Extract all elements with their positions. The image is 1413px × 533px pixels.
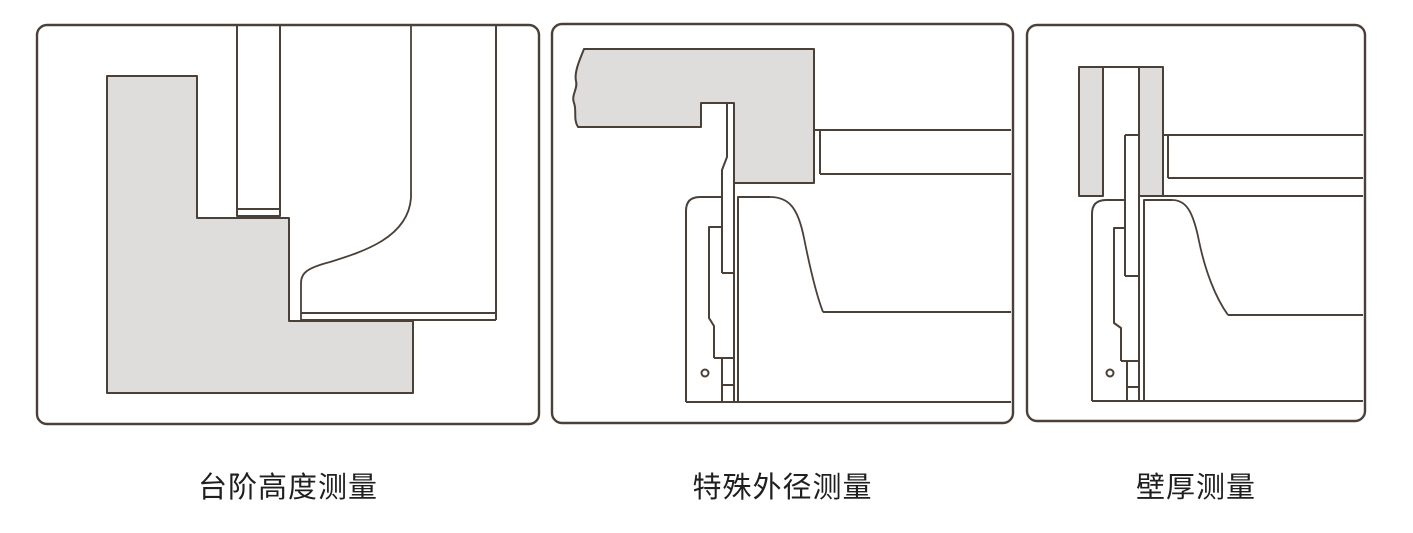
- tube-wall-right: [1138, 66, 1164, 197]
- panel-step-height-drawing: [35, 23, 541, 426]
- panel-wall-thickness-drawing: [1025, 23, 1367, 423]
- caption-special-od: 特殊外径测量: [692, 472, 873, 504]
- panel-special-od-drawing: [550, 22, 1015, 425]
- frame-screw: [1105, 368, 1115, 378]
- spindle-bar: [236, 26, 281, 217]
- panel-border: [35, 23, 541, 426]
- frame-left-inner: [708, 226, 722, 358]
- frame-left-inner: [1113, 227, 1125, 361]
- blade-spindle: [714, 102, 735, 402]
- panel-border: [1025, 23, 1367, 423]
- frame-left: [1091, 199, 1125, 401]
- frame-left: [685, 196, 722, 402]
- frame-right-lines: [1092, 314, 1363, 402]
- frame-right: [1143, 199, 1172, 401]
- blade-spindle: [1121, 134, 1140, 401]
- anvil-s-curve: [300, 26, 412, 320]
- frame-screw: [700, 368, 710, 378]
- frame-right-s-curve: [769, 196, 824, 313]
- caption-step-height: 台阶高度测量: [197, 472, 378, 504]
- measuring-rod: [1163, 134, 1363, 179]
- workpiece-step-shape: [106, 75, 414, 394]
- caption-wall-thickness: 壁厚测量: [1135, 472, 1256, 504]
- frame-right-lines: [686, 311, 1011, 403]
- tube-wall-left: [1078, 66, 1104, 197]
- workpiece-od-shape: [572, 48, 815, 184]
- frame-right: [737, 196, 770, 402]
- anvil-foot-bottom: [301, 312, 496, 321]
- frame-right-s-curve: [1171, 199, 1229, 316]
- measuring-rod: [814, 129, 1011, 175]
- panel-border: [550, 22, 1015, 425]
